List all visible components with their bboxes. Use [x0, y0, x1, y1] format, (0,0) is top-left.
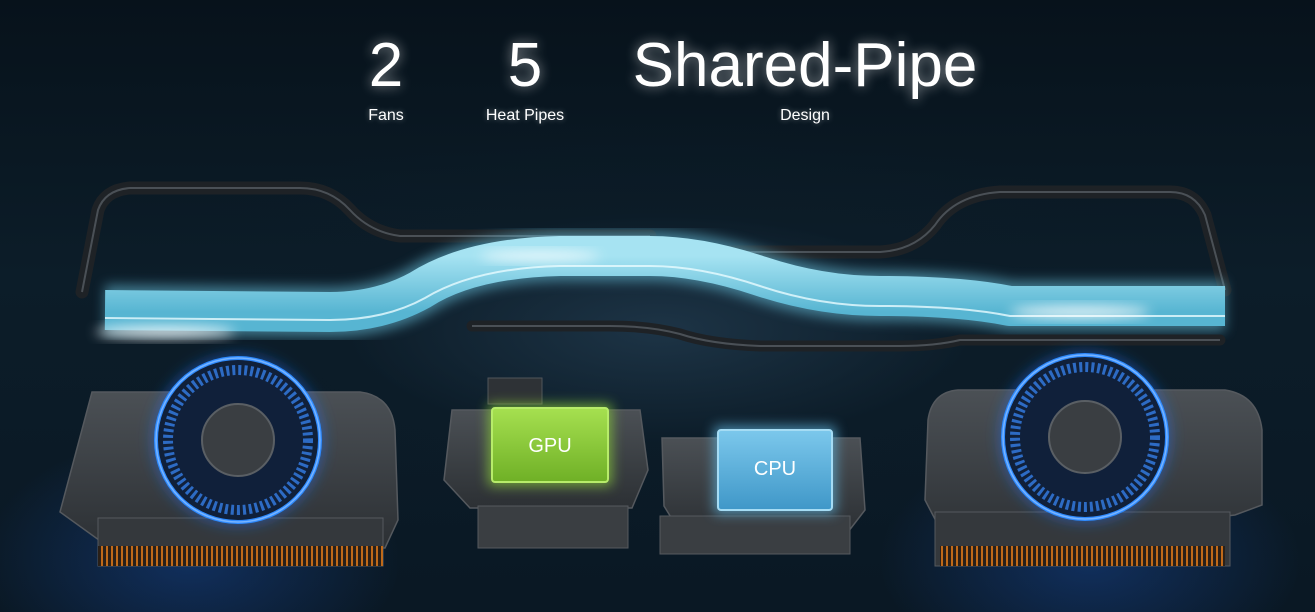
stat-heat-pipes-label: Heat Pipes: [485, 107, 565, 124]
fan-left: [59, 348, 399, 567]
stat-heat-pipes-value: 5: [507, 31, 543, 100]
shared-heat-pipe: [95, 231, 1225, 338]
stat-shared-pipe-label: Design: [780, 107, 830, 124]
gpu-label: GPU: [528, 435, 571, 457]
fan-right: [924, 345, 1263, 567]
stat-fans-label: Fans: [368, 107, 404, 124]
stat-shared-pipe: Shared-Pipe Design: [620, 30, 990, 128]
stat-heat-pipes: 5 Heat Pipes: [465, 30, 585, 128]
heat-pipe-top-left: [75, 181, 657, 299]
heat-pipe-top-right: [718, 185, 1232, 297]
cpu-chip: [717, 429, 833, 511]
cpu-module: CPU: [659, 426, 866, 555]
gpu-module: GPU: [443, 377, 649, 549]
heat-pipe-bottom: [466, 320, 1226, 352]
stat-shared-pipe-value: Shared-Pipe: [632, 31, 978, 100]
spec-stats: 2 Fans 5 Heat Pipes Shared-Pipe Design: [0, 0, 1315, 140]
gpu-chip: [491, 407, 609, 483]
cpu-label: CPU: [754, 458, 796, 480]
stat-fans-value: 2: [368, 31, 404, 100]
stat-fans: 2 Fans: [346, 30, 426, 128]
